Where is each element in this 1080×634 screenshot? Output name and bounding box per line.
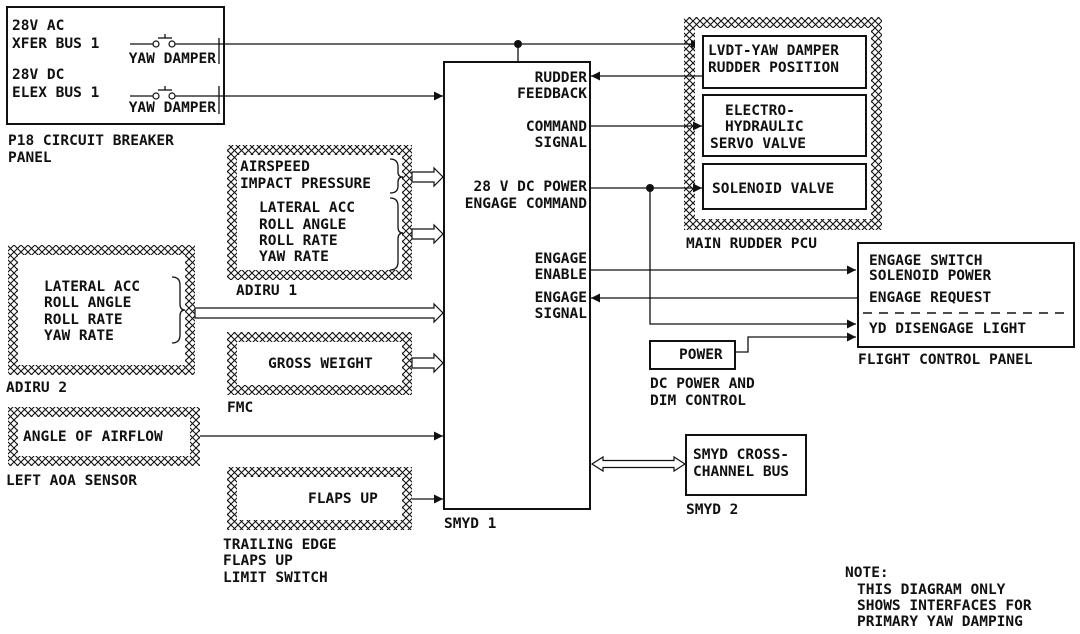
brace-icon (171, 276, 186, 344)
adiru-1-roll-angle: ROLL ANGLE (259, 217, 346, 233)
command-signal-port-2: SIGNAL (535, 135, 588, 151)
note-title: NOTE: (845, 565, 889, 581)
flaps-switch-label-2: FLAPS UP (223, 553, 293, 569)
adiru-1-lateral-acc: LATERAL ACC (259, 200, 355, 216)
flight-control-panel-label: FLIGHT CONTROL PANEL (858, 352, 1033, 368)
power-engage-port-2: ENGAGE COMMAND (465, 196, 587, 212)
adiru-1-yaw-rate: YAW RATE (259, 249, 329, 265)
flight-control-panel: ENGAGE SWITCH SOLENOID POWER ENGAGE REQU… (857, 242, 1075, 368)
smyd-2-box (685, 434, 807, 496)
cross-channel-bus-label: SMYD CROSS- (693, 447, 789, 463)
note-line-1: THIS DIAGRAM ONLY (857, 582, 1006, 598)
flight-control-panel-box (857, 242, 1075, 348)
impact-pressure-label: IMPACT PRESSURE (240, 176, 371, 192)
dim-control-wire (735, 332, 856, 353)
dc-power-dim-label-2: DIM CONTROL (650, 393, 746, 409)
fmc: GROSS WEIGHT FMC (227, 332, 412, 416)
servo-valve-label-3: SERVO VALVE (710, 136, 806, 152)
adiru-2-label: ADIRU 2 (6, 380, 67, 396)
adiru-2-roll-rate: ROLL RATE (44, 312, 123, 328)
dc-power-dim-label: DC POWER AND (650, 376, 755, 392)
engage-enable-port-2: ENABLE (535, 267, 587, 283)
lvdt-label: LVDT-YAW DAMPER (708, 43, 839, 59)
yd-light-wire (649, 188, 856, 329)
flaps-up-limit-switch: FLAPS UP TRAILING EDGE FLAPS UP LIMIT SW… (223, 467, 412, 586)
adiru-1-inertial-arrow (411, 223, 444, 245)
flaps-switch-label-3: LIMIT SWITCH (223, 570, 328, 586)
ac-yaw-damper-breaker[interactable]: YAW DAMPER (129, 51, 217, 67)
adiru-1: AIRSPEED IMPACT PRESSURE LATERAL ACC ROL… (227, 145, 412, 299)
lvdt-box (702, 35, 867, 89)
dc-bus-label: 28V DC (12, 67, 64, 83)
adiru-1-air-data-arrow (411, 166, 444, 188)
dc-yaw-damper-breaker[interactable]: YAW DAMPER (129, 100, 217, 116)
command-signal-port: COMMAND (526, 119, 587, 135)
adiru-2-inertial-arrow (194, 302, 444, 324)
brace-icon (389, 158, 404, 194)
lvdt-label-2: RUDDER POSITION (708, 60, 839, 76)
flaps-switch-label: TRAILING EDGE (223, 537, 337, 553)
servo-valve-box (702, 94, 867, 157)
power-box-label: POWER (679, 347, 723, 363)
gross-weight-label: GROSS WEIGHT (268, 356, 373, 372)
breaker-panel-label-2: PANEL (8, 150, 52, 166)
adiru-2-lateral-acc: LATERAL ACC (44, 279, 140, 295)
rudder-feedback-port-2: FEEDBACK (517, 86, 587, 102)
left-aoa-sensor-label: LEFT AOA SENSOR (6, 473, 137, 489)
power-engage-port: 28 V DC POWER (474, 179, 588, 195)
engage-switch-label[interactable]: ENGAGE SWITCH (869, 253, 983, 269)
engage-signal-port: ENGAGE (535, 290, 587, 306)
smyd-1: RUDDER FEEDBACK COMMAND SIGNAL 28 V DC P… (443, 61, 591, 532)
adiru-2-yaw-rate: YAW RATE (44, 328, 114, 344)
brace-icon (389, 197, 404, 271)
angle-of-airflow-label: ANGLE OF AIRFLOW (23, 429, 163, 445)
gross-weight-arrow (411, 352, 444, 374)
adiru-1-label: ADIRU 1 (236, 283, 297, 299)
smyd-2: SMYD CROSS- CHANNEL BUS SMYD 2 (685, 434, 807, 518)
smyd-1-label: SMYD 1 (444, 516, 497, 532)
main-rudder-pcu: LVDT-YAW DAMPER RUDDER POSITION ELECTRO-… (684, 17, 882, 252)
servo-valve-label-2: HYDRAULIC (725, 119, 804, 135)
rudder-pcu-label: MAIN RUDDER PCU (686, 236, 817, 252)
adiru-2-roll-angle: ROLL ANGLE (44, 295, 131, 311)
cross-channel-bus-arrow (590, 455, 687, 473)
airspeed-label: AIRSPEED (240, 159, 310, 175)
engage-request-label: ENGAGE REQUEST (869, 290, 991, 306)
note-line-2: SHOWS INTERFACES FOR (857, 598, 1032, 614)
ac-bus-label: 28V AC (12, 18, 64, 34)
note-line-3: PRIMARY YAW DAMPING (857, 614, 1023, 630)
dc-bus-name: ELEX BUS 1 (12, 85, 100, 101)
engage-enable-port: ENGAGE (535, 251, 587, 267)
ac-bus-name: XFER BUS 1 (12, 36, 100, 52)
circuit-breaker-panel: 28V AC XFER BUS 1 YAW DAMPER 28V DC ELEX… (6, 6, 225, 166)
adiru-1-roll-rate: ROLL RATE (259, 233, 338, 249)
servo-valve-label: ELECTRO- (725, 103, 795, 119)
adiru-2: LATERAL ACC ROLL ANGLE ROLL RATE YAW RAT… (6, 245, 195, 396)
yd-disengage-light-label: YD DISENGAGE LIGHT (869, 321, 1026, 337)
smyd-2-label: SMYD 2 (686, 502, 738, 518)
solenoid-valve-label: SOLENOID VALVE (712, 181, 834, 197)
smyd-1-box (443, 61, 591, 510)
dc-power-dim-control: POWER DC POWER AND DIM CONTROL (649, 340, 755, 409)
power-box (649, 340, 736, 370)
engage-signal-port-2: SIGNAL (535, 306, 588, 322)
left-aoa-sensor: ANGLE OF AIRFLOW LEFT AOA SENSOR (6, 407, 200, 489)
diagram-note: NOTE: THIS DIAGRAM ONLY SHOWS INTERFACES… (845, 565, 1032, 630)
fmc-label: FMC (227, 400, 253, 416)
breaker-panel-box (6, 6, 225, 125)
cross-channel-bus-label-2: CHANNEL BUS (693, 464, 789, 480)
breaker-panel-label: P18 CIRCUIT BREAKER (8, 133, 174, 149)
flaps-up-label: FLAPS UP (308, 491, 378, 507)
rudder-feedback-port: RUDDER (535, 70, 588, 86)
solenoid-valve-box (702, 163, 867, 210)
engage-switch-label-2: SOLENOID POWER (869, 268, 991, 284)
